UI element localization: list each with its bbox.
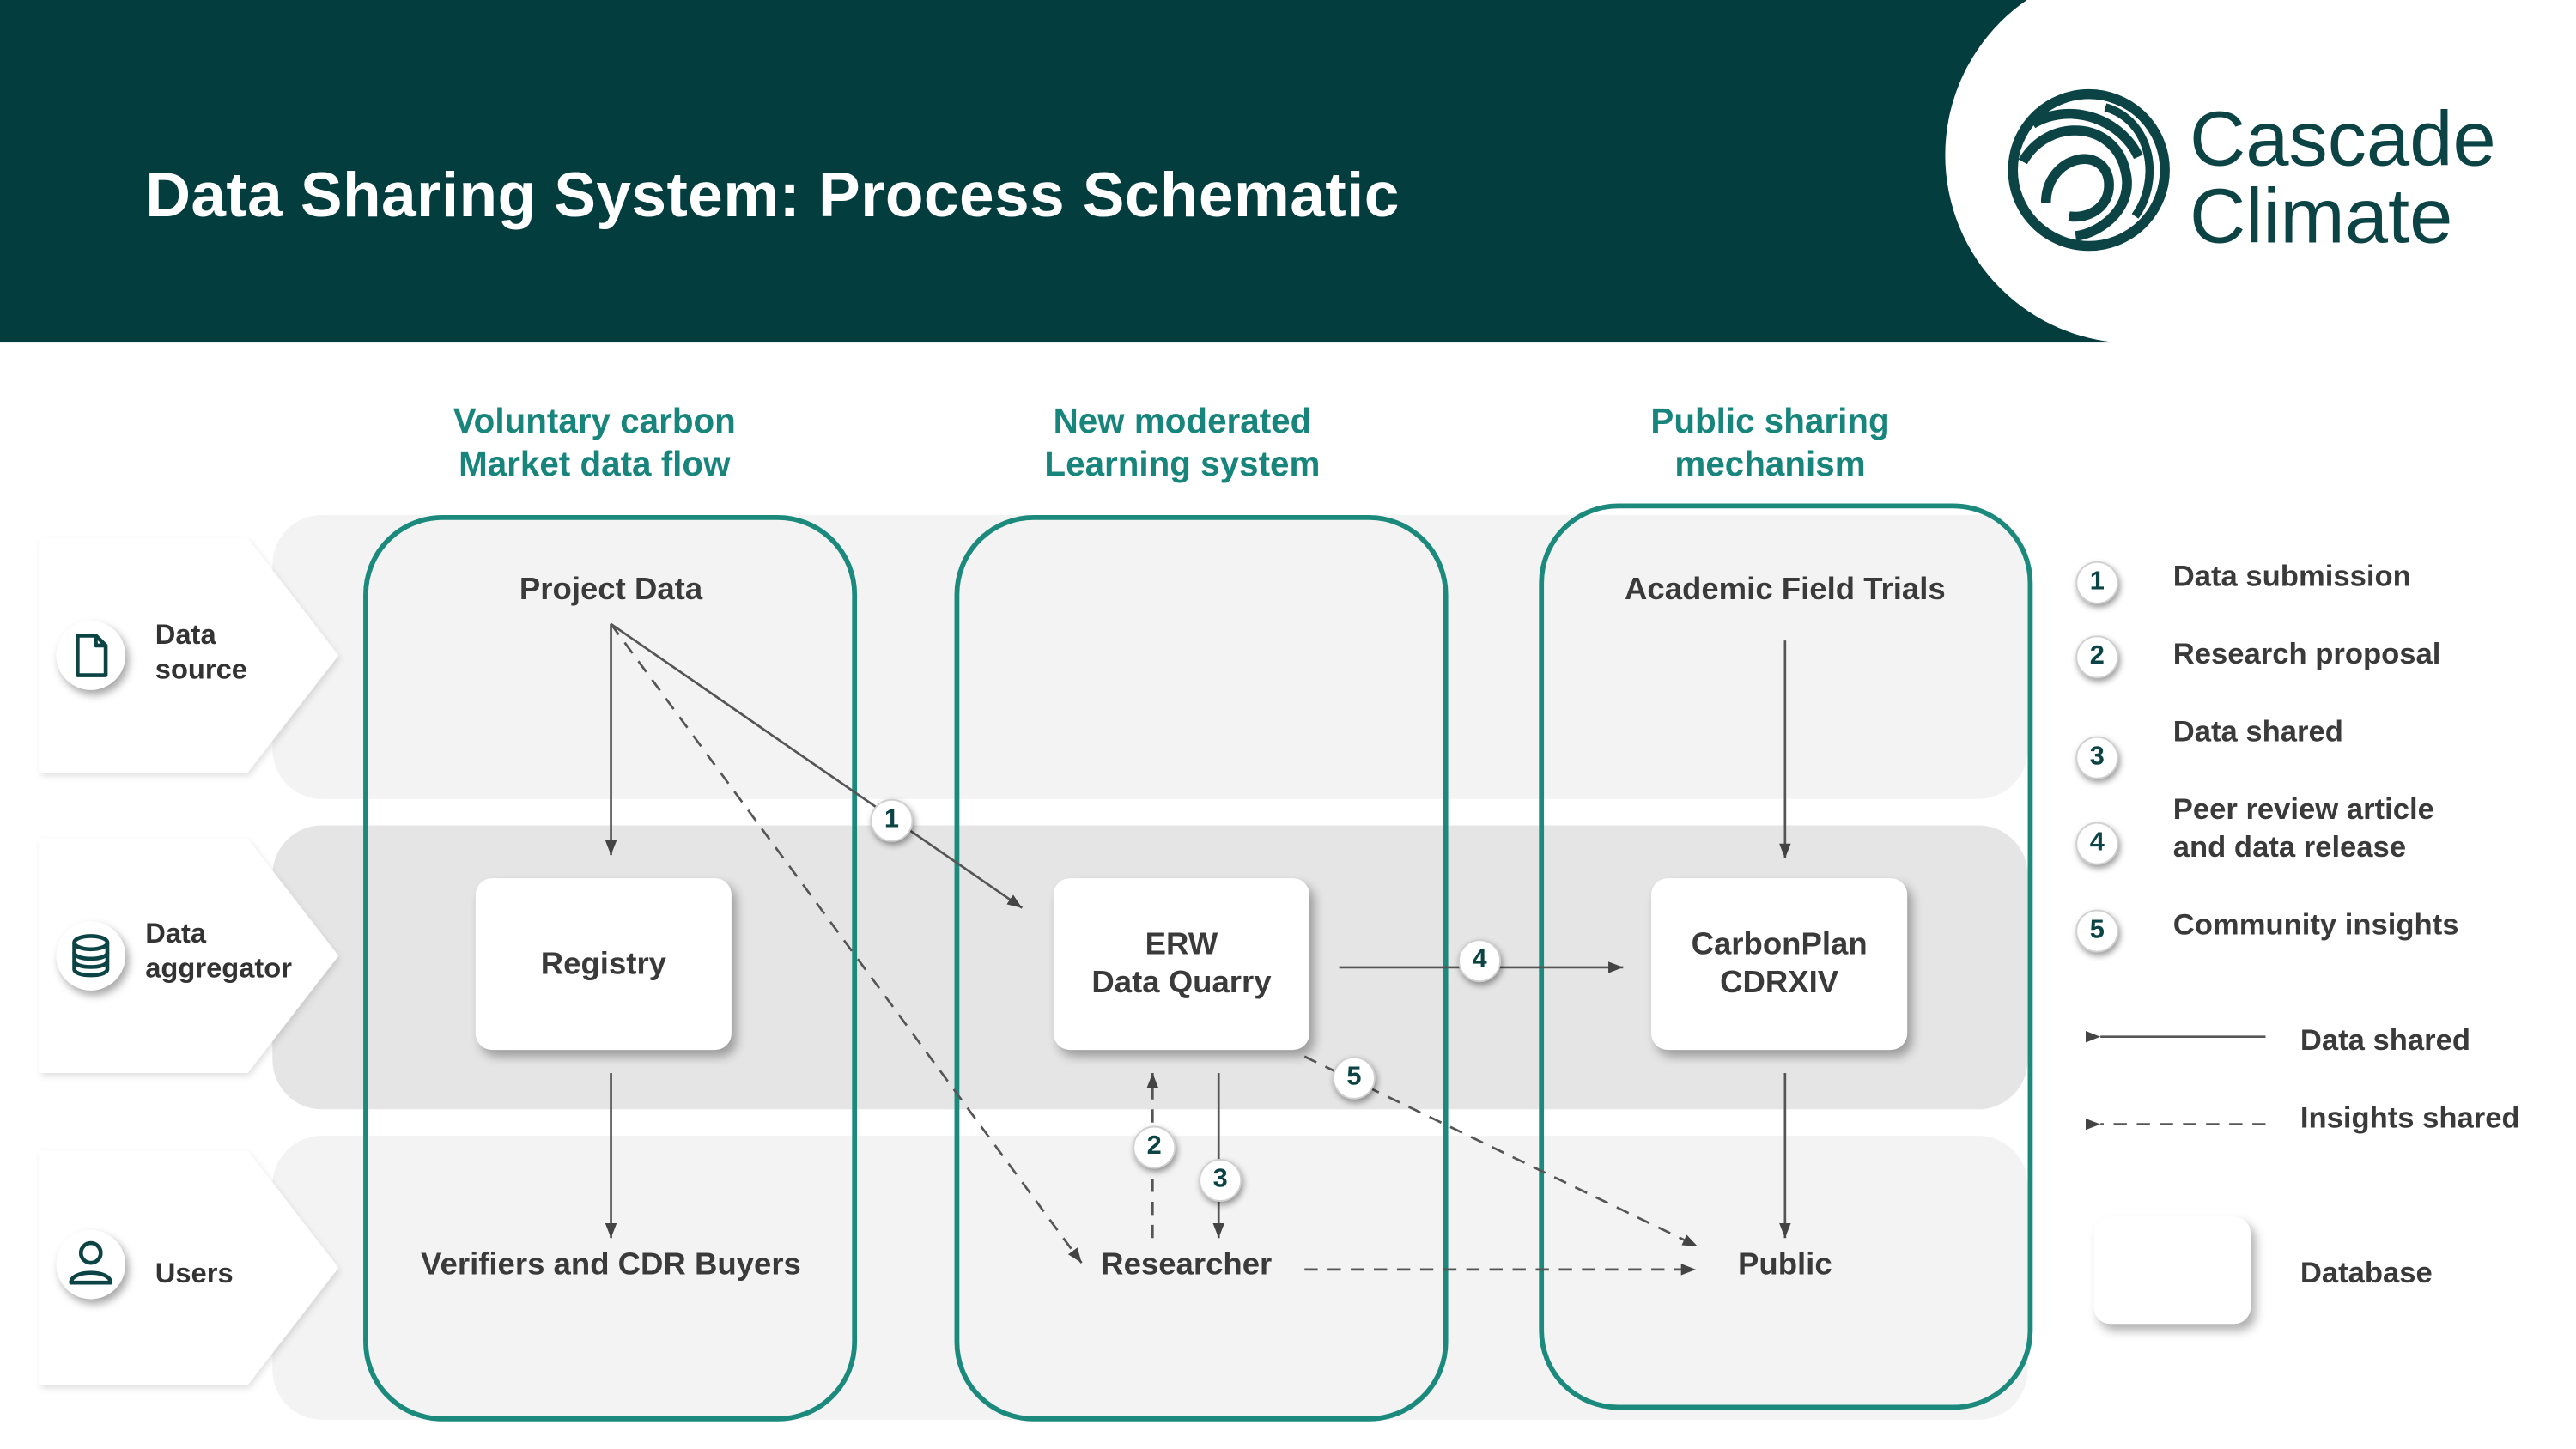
- legend-badge-1: 1: [2075, 561, 2119, 604]
- legend-label-data-shared: Data shared: [2300, 1023, 2471, 1057]
- row-label-users: Users: [155, 1258, 234, 1289]
- user-icon: [56, 1229, 126, 1300]
- logo-line-2: Climate: [2190, 172, 2453, 259]
- flow-badge-2: 2: [1133, 1125, 1176, 1169]
- row-band-users: [272, 1136, 2028, 1420]
- legend-label-data-submission: Data submission: [2172, 559, 2411, 593]
- legend-label-research-proposal: Research proposal: [2172, 637, 2441, 670]
- legend-label-community-insights: Community insights: [2172, 907, 2459, 942]
- column-heading-line: Market data flow: [459, 446, 731, 484]
- row-band-data-source: [272, 515, 2028, 799]
- arrow-project-to-erw: [610, 622, 1024, 909]
- column-box-voluntary-carbon: [363, 515, 858, 1422]
- row-label-line: source: [155, 653, 247, 686]
- column-heading-line: Public sharing: [1650, 403, 1890, 441]
- row-chevron-data-source: [39, 537, 339, 773]
- logo-text: Cascade Climate: [2190, 99, 2496, 254]
- node-public: Public: [1738, 1247, 1832, 1283]
- document-icon: [56, 621, 126, 690]
- column-heading-line: mechanism: [1674, 446, 1866, 484]
- flow-badge-5: 5: [1332, 1056, 1376, 1100]
- legend-badge-3: 3: [2075, 736, 2119, 779]
- column-heading-line: Voluntary carbon: [453, 403, 736, 441]
- node-project-data: Project Data: [519, 573, 703, 608]
- flow-badge-4: 4: [1458, 939, 1502, 983]
- legend-database-sample: [2093, 1216, 2251, 1325]
- column-heading-line: New moderated: [1053, 403, 1312, 441]
- arrow-project-to-researcher: [610, 623, 1083, 1264]
- legend-badge-5: 5: [2075, 909, 2119, 953]
- flow-badge-1: 1: [870, 798, 914, 842]
- legend-label-insights-shared: Insights shared: [2300, 1100, 2520, 1135]
- node-erw-data-quarry: ERW Data Quarry: [1053, 878, 1309, 1051]
- legend-label-peer-review: Peer review article and data release: [2172, 792, 2434, 864]
- row-label-line: Data: [155, 619, 216, 651]
- node-erw-label: ERW Data Quarry: [1091, 927, 1272, 1001]
- row-chevron-users: [39, 1150, 339, 1385]
- node-carbonplan: CarbonPlan CDRXIV: [1651, 878, 1908, 1051]
- legend-label-data-shared-step: Data shared: [2172, 714, 2343, 749]
- row-label-line: aggregator: [145, 952, 292, 985]
- page-title: Data Sharing System: Process Schematic: [145, 161, 1400, 232]
- column-heading-line: Learning system: [1044, 446, 1321, 484]
- column-heading-learning-system: New moderated Learning system: [934, 401, 1430, 487]
- node-researcher: Researcher: [1101, 1247, 1273, 1283]
- column-heading-public-sharing: Public sharing mechanism: [1522, 401, 2018, 487]
- node-verifiers: Verifiers and CDR Buyers: [421, 1247, 801, 1283]
- legend-badge-2: 2: [2075, 635, 2119, 679]
- column-box-public-sharing: [1539, 503, 2033, 1410]
- logo-line-1: Cascade: [2190, 94, 2496, 182]
- database-icon: [56, 921, 126, 991]
- node-academic-field-trials: Academic Field Trials: [1625, 573, 1946, 608]
- column-heading-voluntary-carbon: Voluntary carbon Market data flow: [347, 401, 842, 487]
- legend-badge-4: 4: [2075, 822, 2119, 865]
- node-registry: Registry: [475, 878, 732, 1051]
- legend-label-database: Database: [2300, 1256, 2433, 1289]
- row-label-line: Data: [145, 918, 207, 949]
- row-label-data-aggregator: Data aggregator: [145, 916, 292, 985]
- row-chevron-data-aggregator: [39, 838, 339, 1073]
- row-label-data-source: Data source: [155, 617, 247, 687]
- node-carbonplan-label: CarbonPlan CDRXIV: [1691, 927, 1868, 1001]
- flow-badge-3: 3: [1199, 1159, 1242, 1202]
- node-registry-label: Registry: [540, 946, 666, 982]
